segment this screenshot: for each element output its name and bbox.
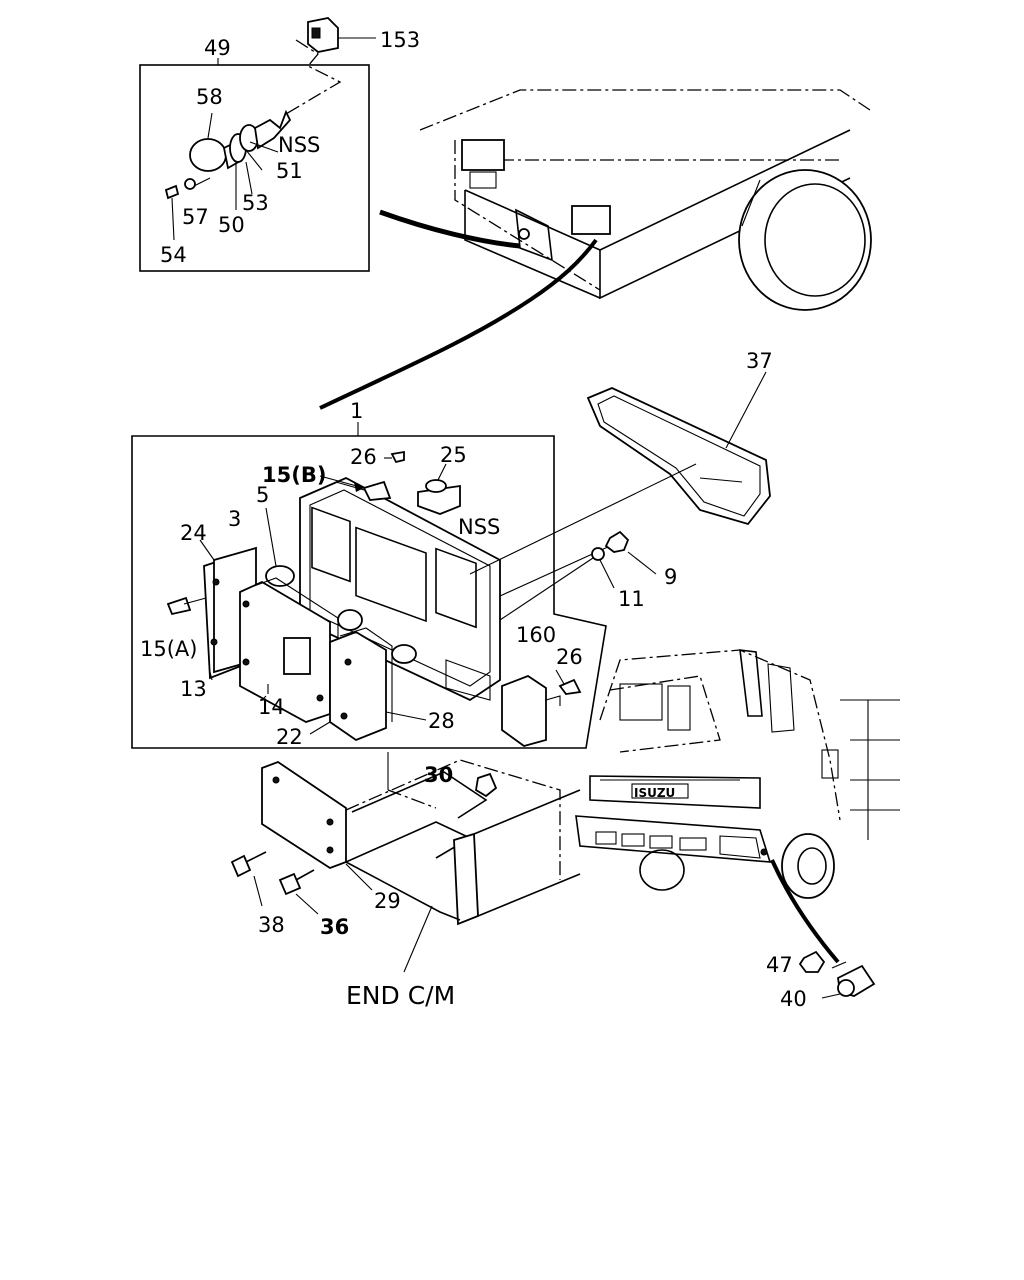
label-24: 24 <box>180 521 207 545</box>
label-38: 38 <box>258 913 285 937</box>
label-54: 54 <box>160 243 187 267</box>
label-28: 28 <box>428 709 455 733</box>
label-end-cm: END C/M <box>346 981 455 1010</box>
part-25 <box>417 463 461 515</box>
label-14: 14 <box>258 695 285 719</box>
label-nss-mid: NSS <box>458 515 500 539</box>
part-labels: 153 49 58 NSS 51 53 57 50 54 37 1 26 25 … <box>140 28 807 1011</box>
label-15b: 15(B) <box>262 463 326 487</box>
label-26-bottom: 26 <box>556 645 583 669</box>
label-3: 3 <box>228 507 241 531</box>
label-153: 153 <box>380 28 420 52</box>
label-9: 9 <box>664 565 677 589</box>
lamp-cover-37 <box>586 371 771 526</box>
truck-front-view: ISUZU <box>575 649 900 999</box>
label-13: 13 <box>180 677 207 701</box>
flasher-160 <box>501 674 561 747</box>
label-53: 53 <box>242 191 269 215</box>
washer-11 <box>591 547 615 589</box>
label-11: 11 <box>618 587 645 611</box>
label-40: 40 <box>780 987 807 1011</box>
mounting-bracket <box>230 752 581 973</box>
bulb-5 <box>265 565 295 587</box>
label-57: 57 <box>182 205 209 229</box>
bulb-58 <box>189 138 227 172</box>
label-29: 29 <box>374 889 401 913</box>
label-22: 22 <box>276 725 303 749</box>
detail-box-1 <box>131 422 697 749</box>
label-1: 1 <box>350 399 363 423</box>
label-25: 25 <box>440 443 467 467</box>
label-49: 49 <box>204 36 231 60</box>
label-37: 37 <box>746 349 773 373</box>
label-15a: 15(A) <box>140 637 197 661</box>
truck-rear-view <box>319 89 872 410</box>
label-50: 50 <box>218 213 245 237</box>
brand-badge: ISUZU <box>634 786 675 800</box>
label-26-top: 26 <box>350 445 377 469</box>
connector-153 <box>307 17 376 53</box>
lens-24 <box>199 539 257 680</box>
label-36: 36 <box>320 915 349 939</box>
lamp-housing-nss <box>299 477 501 702</box>
label-160: 160 <box>516 623 556 647</box>
label-51: 51 <box>276 159 303 183</box>
truck-wheel <box>738 169 872 311</box>
label-58: 58 <box>196 85 223 109</box>
label-5: 5 <box>256 483 269 507</box>
nut-9 <box>604 530 657 575</box>
detail-box-49 <box>139 17 376 272</box>
lens-14 <box>239 577 339 723</box>
label-47: 47 <box>766 953 793 977</box>
label-30: 30 <box>424 763 453 787</box>
label-nss-top: NSS <box>278 133 320 157</box>
